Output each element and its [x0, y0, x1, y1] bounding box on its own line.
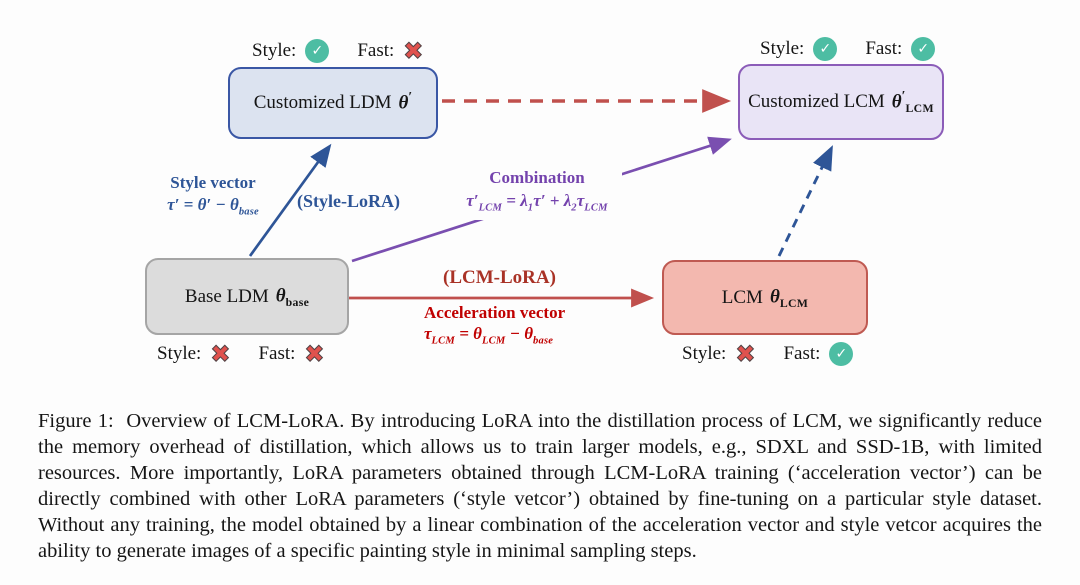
label-combination: Combination τ′LCM = λ1τ′ + λ2τLCM — [452, 165, 622, 221]
box-lcm: LCM θLCM — [662, 260, 868, 335]
theta-symbol: θ′LCM — [891, 87, 934, 116]
check-icon: ✓ — [813, 37, 838, 61]
caption-tag: Figure 1: — [38, 409, 114, 432]
check-icon: ✓ — [305, 39, 330, 63]
status-base-ldm: Style: ✖ Fast: ✖ — [157, 341, 325, 367]
theta-symbol: θ′ — [398, 88, 413, 114]
label-style-vector: Style vector τ′ = θ′ − θbase — [143, 172, 283, 223]
cross-icon: ✖ — [403, 37, 424, 65]
diagram-arrows — [248, 89, 833, 308]
status-customized-ldm: Style: ✓ Fast: ✖ — [252, 37, 424, 65]
arrow-style-lora — [248, 143, 332, 257]
status-customized-lcm: Style: ✓ Fast: ✓ — [760, 36, 936, 62]
fast-label: Fast: — [783, 343, 821, 364]
box-customized-lcm: Customized LCM θ′LCM — [738, 64, 944, 140]
cross-icon: ✖ — [735, 340, 756, 368]
combination-formula: τ′LCM = λ1τ′ + λ2τLCM — [466, 191, 608, 214]
label-style-lora: (Style-LoRA) — [297, 191, 400, 211]
style-label: Style: — [252, 40, 297, 61]
acceleration-formula: τLCM = θLCM − θbase — [424, 324, 554, 347]
box-label: LCM — [721, 286, 763, 308]
fast-label: Fast: — [357, 40, 395, 61]
label-acceleration-vector: Acceleration vector τLCM = θLCM − θbase — [424, 302, 565, 351]
box-customized-ldm: Customized LDM θ′ — [228, 67, 438, 139]
caption-body: Overview of LCM-LoRA. By introducing LoR… — [38, 409, 1043, 562]
theta-symbol: θbase — [275, 285, 310, 310]
status-lcm: Style: ✖ Fast: ✓ — [682, 340, 854, 368]
cross-icon: ✖ — [210, 340, 231, 368]
arrow-lcm-to-customized-lcm-dashed — [777, 145, 833, 257]
cross-icon: ✖ — [304, 340, 325, 368]
box-label: Customized LCM — [748, 91, 885, 112]
box-label: Customized LDM — [253, 92, 392, 113]
style-label: Style: — [682, 343, 727, 364]
box-base-ldm: Base LDM θbase — [145, 258, 349, 335]
theta-symbol: θLCM — [769, 286, 809, 311]
box-label: Base LDM — [184, 285, 269, 307]
check-icon: ✓ — [911, 37, 936, 61]
style-vector-formula: τ′ = θ′ − θbase — [167, 195, 259, 218]
fast-label: Fast: — [258, 343, 296, 364]
fast-label: Fast: — [865, 38, 903, 59]
style-label: Style: — [157, 343, 202, 364]
figure-caption: Figure 1: Overview of LCM-LoRA. By intro… — [38, 408, 1042, 564]
check-icon: ✓ — [829, 342, 854, 366]
label-lcm-lora: (LCM-LoRA) — [443, 267, 556, 288]
style-label: Style: — [760, 38, 805, 59]
